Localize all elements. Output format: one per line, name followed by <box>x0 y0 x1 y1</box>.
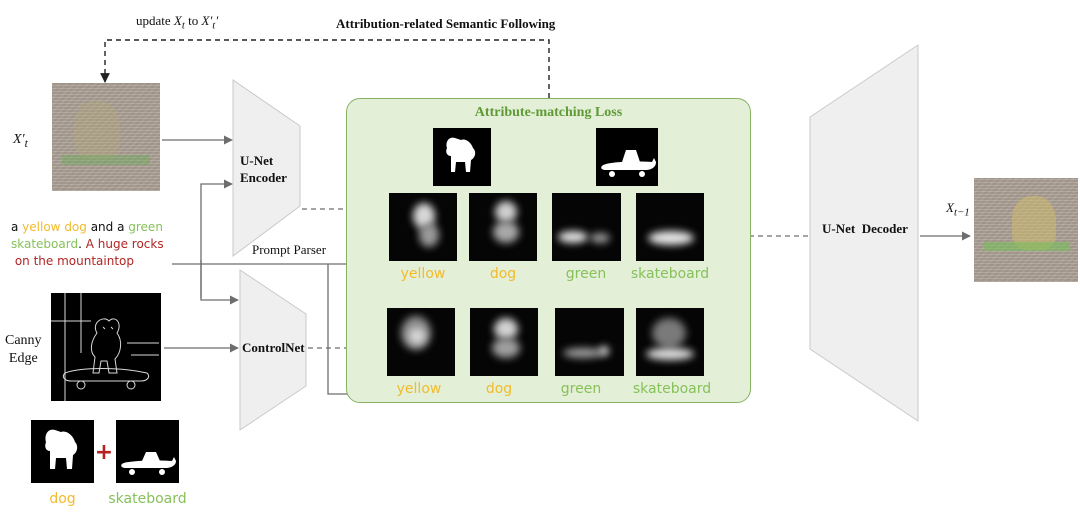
x-t-subscript: t <box>181 19 185 32</box>
attention-label-top-skateboard: skateboard <box>630 266 710 282</box>
mask-label-dog: dog <box>49 491 76 507</box>
output-label: Xt−1 <box>946 200 970 219</box>
attention-map-bottom-green <box>555 308 624 376</box>
prompt-rest-line2: A huge rocks <box>85 237 164 251</box>
latent-dog-shadow <box>74 101 120 159</box>
attention-map-top-dog <box>469 193 537 261</box>
attention-label-bottom-green: green <box>560 381 602 397</box>
prompt-parser-label: Prompt Parser <box>252 242 327 257</box>
controlnet-block <box>239 269 307 431</box>
unet-encoder-block <box>232 79 301 257</box>
update-caption: update Xt to X′t′ <box>136 13 218 32</box>
x-prime-suffix: ′ <box>215 13 219 28</box>
canny-label-line2: Edge <box>8 351 38 366</box>
x-prime-symbol: X′ <box>201 13 213 28</box>
dog-mask-silhouette-icon <box>45 429 78 469</box>
prompt-word-dog: dog <box>64 220 87 234</box>
unet-decoder-block <box>809 44 919 422</box>
output-dog-shape <box>1012 196 1056 250</box>
skateboard-silhouette-icon <box>601 150 656 177</box>
attention-label-bottom-dog: dog <box>485 381 513 397</box>
attention-map-bottom-skateboard <box>636 308 704 376</box>
input-latent-label: X′t <box>13 132 28 150</box>
controlnet-label: ControlNet <box>242 340 305 355</box>
input-latent-symbol: X′ <box>13 132 25 147</box>
prompt-to-controlnet-arrow <box>200 260 239 305</box>
prompt-a: a <box>11 220 23 234</box>
feedback-dashed-arrow <box>100 39 550 98</box>
output-subscript: t−1 <box>953 206 970 219</box>
attention-label-top-green: green <box>565 266 607 282</box>
decoder-label: U-Net Decoder <box>822 221 908 236</box>
attention-label-bottom-skateboard: skateboard <box>632 381 712 397</box>
prompt-word-skateboard: skateboard <box>11 237 79 251</box>
x-prime-subscript: t <box>212 19 216 32</box>
encoder-label: U-Net Encoder <box>240 152 287 186</box>
prompt-to-encoder-arrow <box>200 179 233 298</box>
mask-label-skateboard: skateboard <box>108 491 187 507</box>
canny-label: Canny Edge <box>5 332 42 368</box>
output-board-shape <box>984 242 1070 251</box>
x-t-symbol: X <box>173 13 182 28</box>
encoder-label-line1: U-Net <box>240 153 274 168</box>
attention-map-top-skateboard <box>636 193 704 261</box>
skateboard-mask-bottom <box>116 420 179 483</box>
canny-edge-image <box>51 293 161 401</box>
mask-plus-sign: + <box>95 440 113 465</box>
output-symbol: X <box>946 200 954 215</box>
prompt-line3: on the mountaintop <box>14 254 135 268</box>
attention-label-top-yellow: yellow <box>400 266 446 282</box>
prompt-word-yellow: yellow <box>22 220 61 234</box>
attention-label-bottom-yellow: yellow <box>396 381 442 397</box>
attention-map-bottom-yellow <box>387 308 455 376</box>
input-noisy-latent-image <box>52 83 160 191</box>
encoder-label-line2: Encoder <box>240 170 287 185</box>
loss-box-title: Attribute-matching Loss <box>474 105 623 120</box>
to-word: to <box>184 13 202 28</box>
canny-label-line1: Canny <box>5 333 42 348</box>
dog-mask-top <box>433 128 491 186</box>
prompt-period: . <box>78 237 86 251</box>
skateboard-mask-silhouette-icon <box>121 452 176 475</box>
attention-map-bottom-dog <box>470 308 538 376</box>
feedback-title: Attribution-related Semantic Following <box>336 16 556 31</box>
attention-map-top-yellow <box>389 193 457 261</box>
canny-edge-drawing <box>51 293 159 401</box>
prompt-text: a yellow dog and a green skateboard. A h… <box>11 219 201 270</box>
output-denoised-image <box>974 178 1078 282</box>
input-latent-subscript: t <box>24 136 28 150</box>
update-prefix: update <box>136 13 174 28</box>
dog-mask-bottom <box>31 420 94 483</box>
prompt-and: and a <box>86 220 129 234</box>
dog-silhouette-icon <box>446 137 476 172</box>
skateboard-mask-top <box>596 128 658 186</box>
attention-label-top-dog: dog <box>489 266 517 282</box>
latent-board-shadow <box>62 155 150 165</box>
prompt-word-green: green <box>128 220 163 234</box>
attention-map-top-green <box>552 193 621 261</box>
